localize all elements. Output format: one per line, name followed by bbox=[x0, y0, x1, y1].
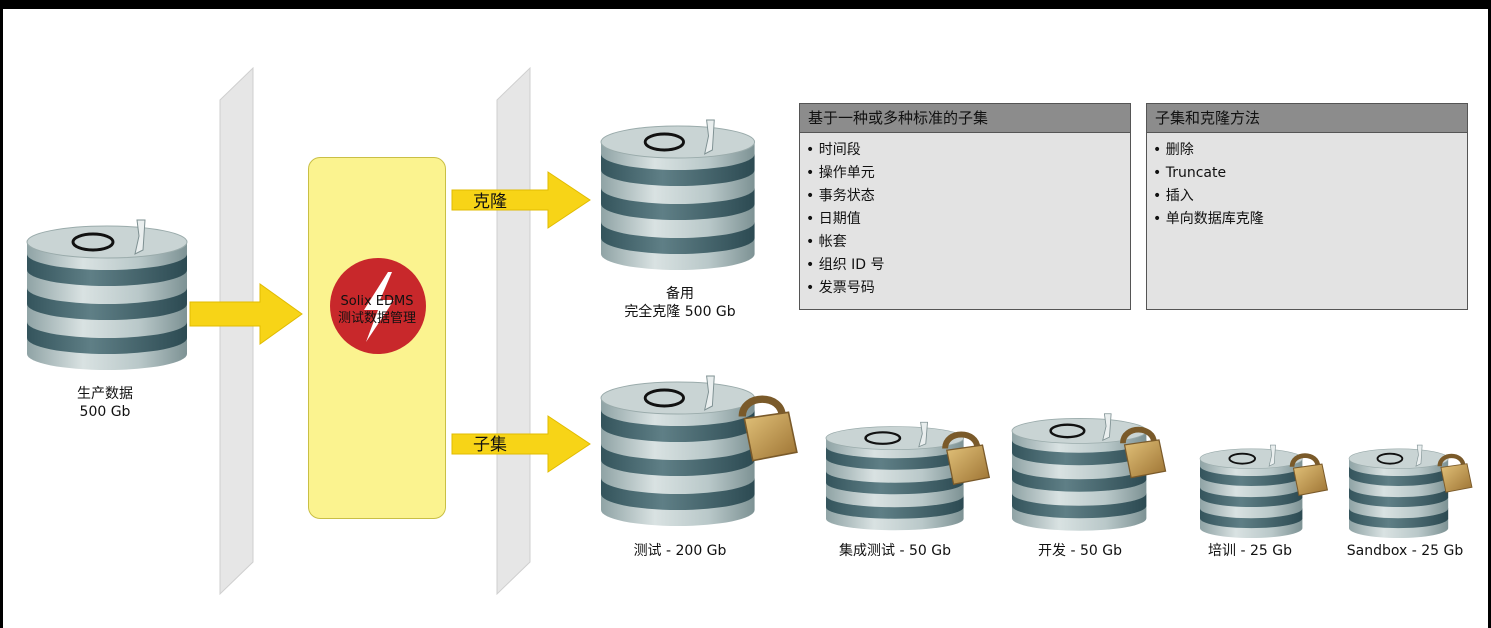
subset-arrow-label: 子集 bbox=[473, 435, 507, 455]
lightning-bolt-icon bbox=[330, 258, 426, 354]
glass-pane-left bbox=[219, 66, 254, 596]
standby-database-icon bbox=[599, 118, 757, 272]
method-item: Truncate bbox=[1153, 162, 1467, 185]
source-database-icon bbox=[25, 218, 189, 372]
clone-arrow bbox=[451, 171, 591, 229]
glass-pane-right bbox=[496, 66, 531, 596]
criteria-item: 时间段 bbox=[806, 139, 1130, 162]
criteria-item: 发票号码 bbox=[806, 277, 1130, 300]
target-label-training: 培训 - 25 Gb bbox=[1208, 543, 1292, 559]
edms-product-name: Solix EDMS bbox=[340, 294, 414, 309]
criteria-item: 事务状态 bbox=[806, 185, 1130, 208]
source-title: 生产数据 bbox=[77, 386, 133, 402]
methods-panel-header: 子集和克隆方法 bbox=[1147, 104, 1467, 133]
standby-subtitle: 完全克隆 500 Gb bbox=[624, 304, 736, 320]
method-item: 删除 bbox=[1153, 139, 1467, 162]
edms-title: Solix EDMS 测试数据管理 bbox=[309, 293, 445, 327]
input-arrow bbox=[189, 283, 303, 345]
methods-panel: 子集和克隆方法 删除 Truncate 插入 单向数据库克隆 bbox=[1146, 103, 1468, 310]
criteria-panel: 基于一种或多种标准的子集 时间段 操作单元 事务状态 日期值 帐套 组织 ID … bbox=[799, 103, 1131, 310]
methods-list: 删除 Truncate 插入 单向数据库克隆 bbox=[1153, 139, 1467, 231]
right-border bbox=[1488, 0, 1491, 628]
edms-subtitle: 测试数据管理 bbox=[337, 311, 416, 326]
test-database-icon bbox=[599, 374, 757, 528]
criteria-list: 时间段 操作单元 事务状态 日期值 帐套 组织 ID 号 发票号码 bbox=[806, 139, 1130, 300]
target-label-test: 测试 - 200 Gb bbox=[633, 543, 727, 559]
method-item: 单向数据库克隆 bbox=[1153, 208, 1467, 231]
training-database-icon bbox=[1199, 444, 1304, 539]
criteria-item: 操作单元 bbox=[806, 162, 1130, 185]
target-label-dev: 开发 - 50 Gb bbox=[1038, 543, 1122, 559]
source-size: 500 Gb bbox=[79, 404, 131, 420]
criteria-item: 组织 ID 号 bbox=[806, 254, 1130, 277]
edms-box: Solix EDMS 测试数据管理 bbox=[308, 157, 446, 519]
standby-title: 备用 bbox=[666, 286, 694, 302]
criteria-item: 帐套 bbox=[806, 231, 1130, 254]
left-border bbox=[0, 0, 3, 628]
sandbox-database-icon bbox=[1348, 444, 1450, 539]
top-border bbox=[0, 0, 1491, 9]
source-label: 生产数据 500 Gb bbox=[40, 385, 170, 421]
subset-arrow bbox=[451, 415, 591, 473]
criteria-panel-header: 基于一种或多种标准的子集 bbox=[800, 104, 1130, 133]
method-item: 插入 bbox=[1153, 185, 1467, 208]
integration-database-icon bbox=[824, 420, 965, 532]
target-label-sandbox: Sandbox - 25 Gb bbox=[1346, 543, 1464, 559]
target-label-integration: 集成测试 - 50 Gb bbox=[839, 543, 951, 559]
clone-arrow-label: 克隆 bbox=[473, 192, 507, 212]
standby-label: 备用 完全克隆 500 Gb bbox=[600, 285, 760, 321]
criteria-item: 日期值 bbox=[806, 208, 1130, 231]
